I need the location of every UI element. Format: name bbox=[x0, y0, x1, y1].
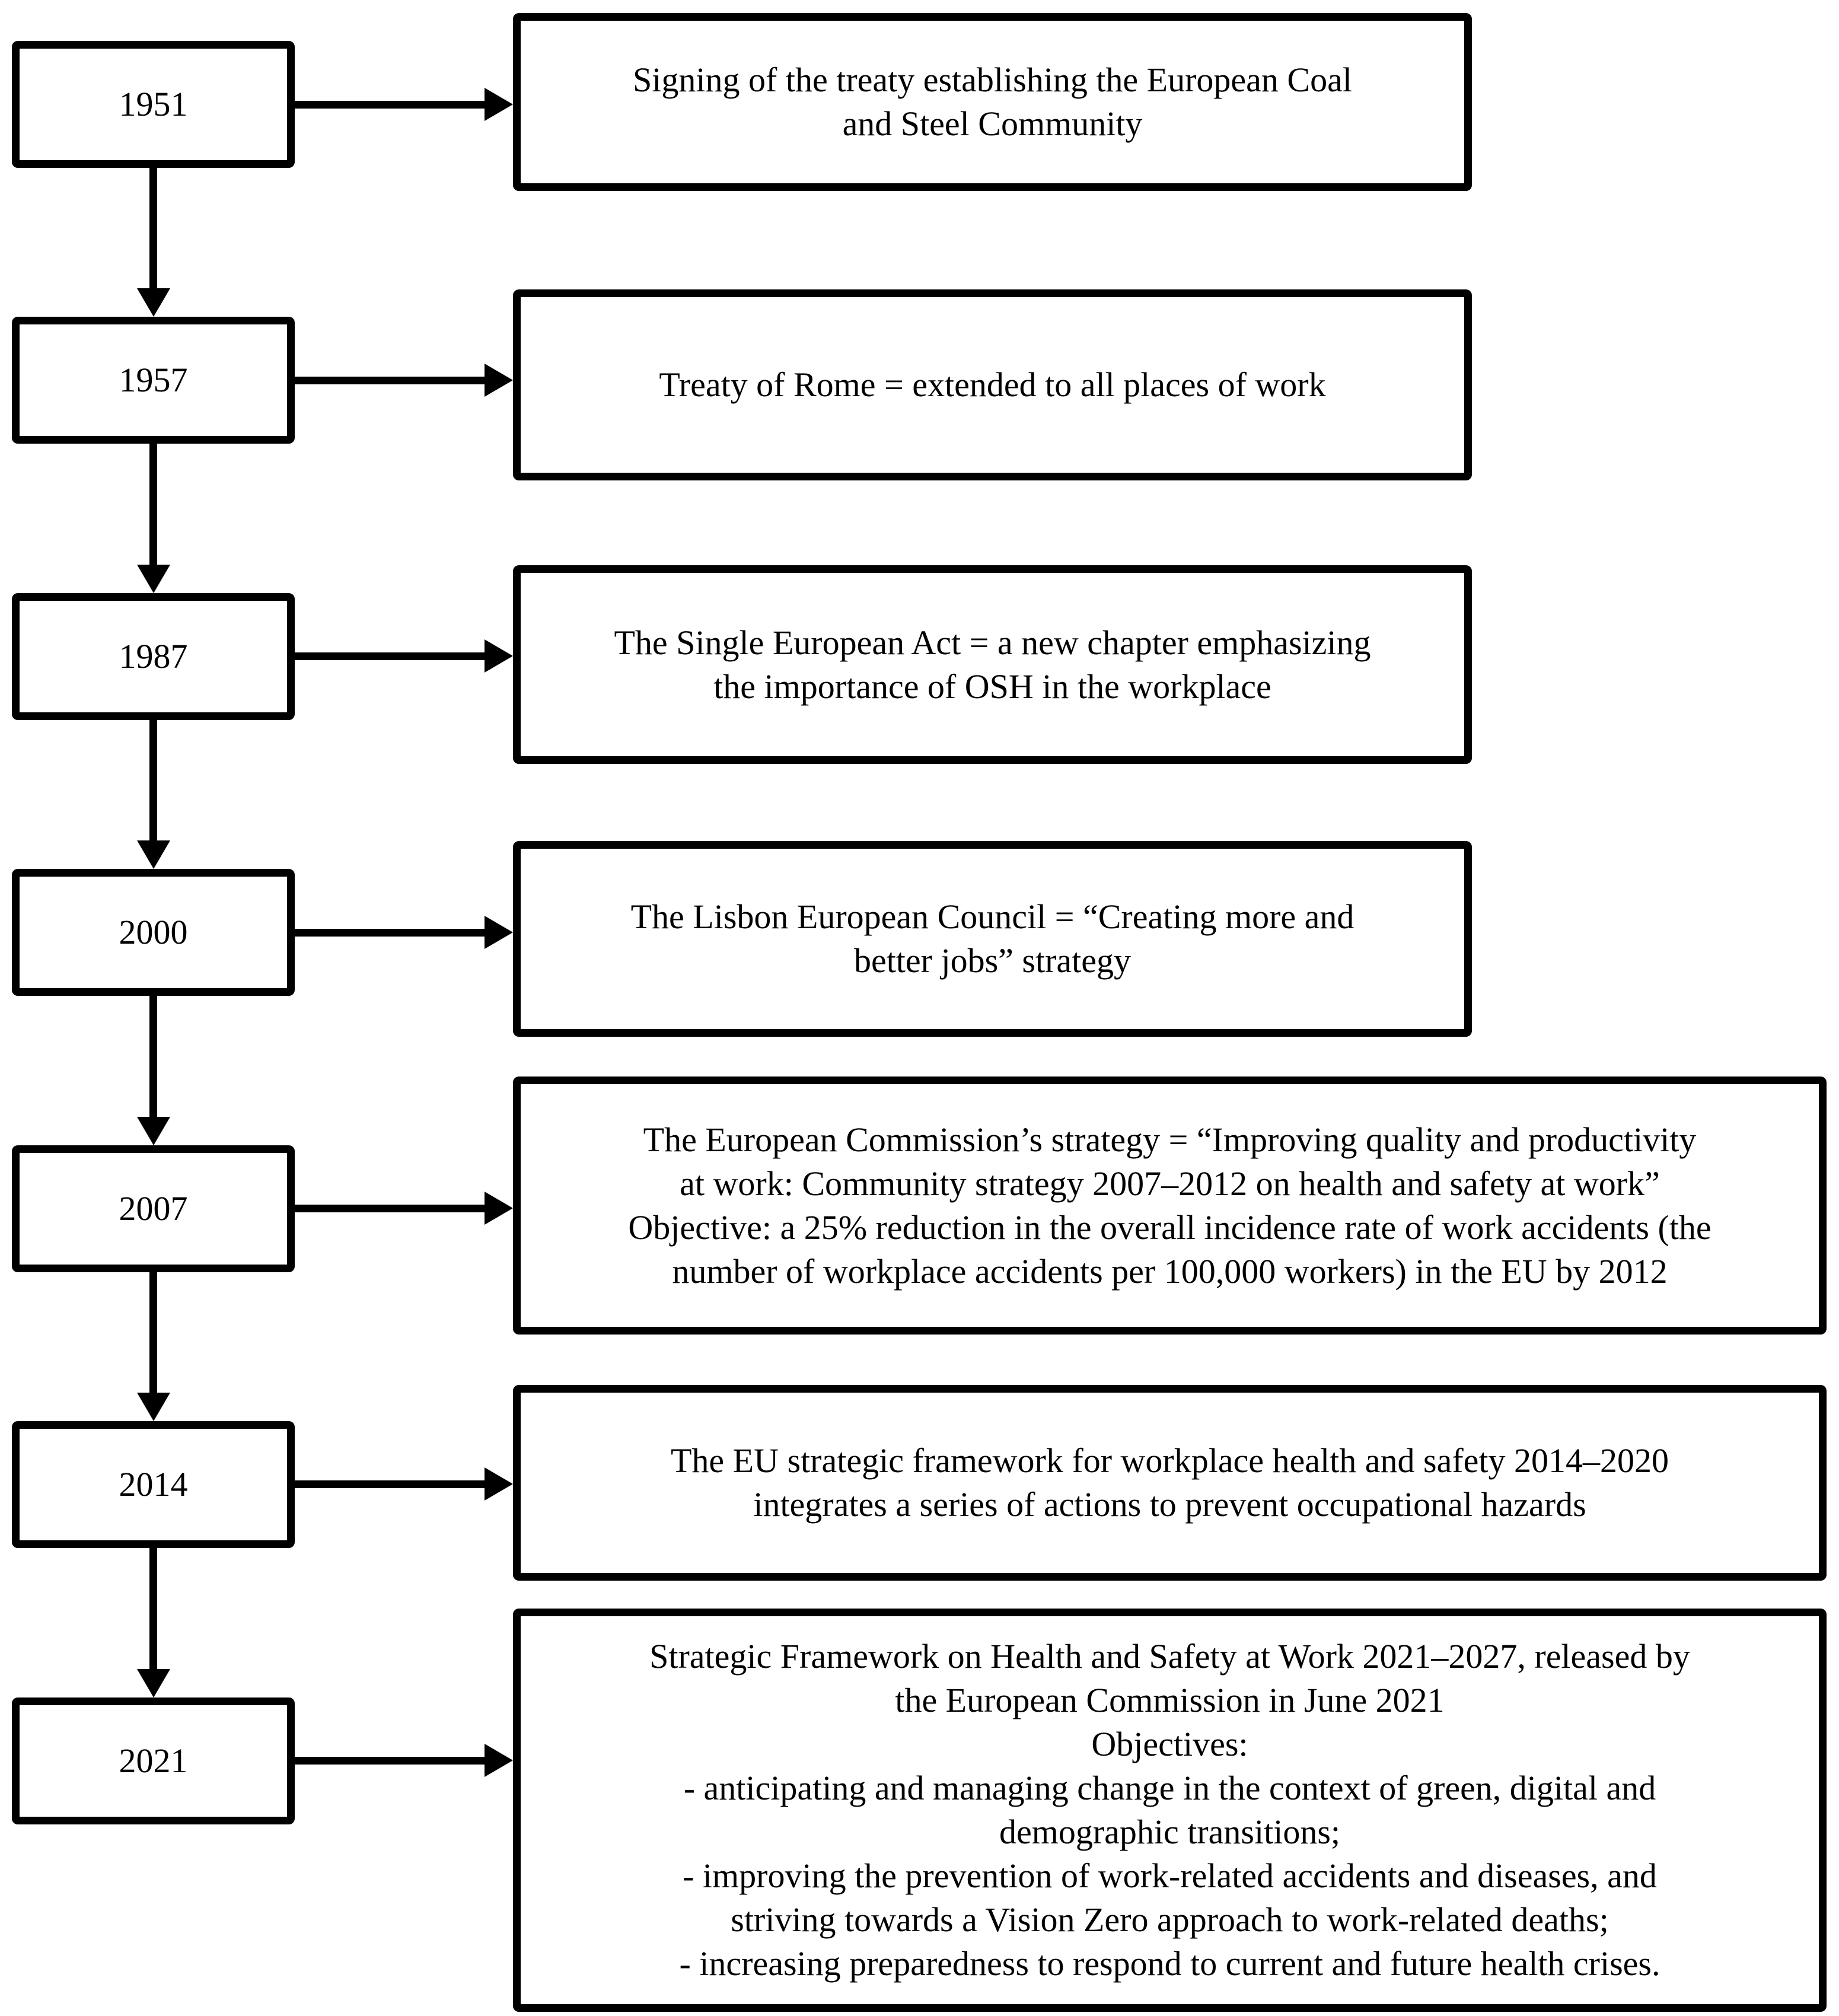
event-text-2007: The European Commission’s strategy = “Im… bbox=[628, 1120, 1711, 1291]
event-box-2014: The EU strategic framework for workplace… bbox=[513, 1385, 1827, 1581]
arrow-right-head-icon-2007 bbox=[485, 1192, 513, 1225]
arrow-down-stem-1957-1987 bbox=[149, 444, 157, 565]
arrow-down-head-icon-1951-1957 bbox=[137, 288, 170, 317]
arrow-down-stem-2007-2014 bbox=[149, 1272, 157, 1393]
arrow-down-head-icon-1987-2000 bbox=[137, 840, 170, 869]
arrow-right-stem-1987 bbox=[295, 652, 485, 660]
year-label-2007: 2007 bbox=[119, 1189, 188, 1228]
event-text-2014: The EU strategic framework for workplace… bbox=[671, 1441, 1669, 1524]
event-box-2021: Strategic Framework on Health and Safety… bbox=[513, 1609, 1827, 2012]
year-label-1987: 1987 bbox=[119, 637, 188, 676]
event-text-1987: The Single European Act = a new chapter … bbox=[614, 623, 1371, 706]
event-box-1951: Signing of the treaty establishing the E… bbox=[513, 13, 1472, 191]
arrow-down-stem-2014-2021 bbox=[149, 1548, 157, 1669]
arrow-right-stem-2014 bbox=[295, 1480, 485, 1488]
year-label-2021: 2021 bbox=[119, 1741, 188, 1780]
year-box-2007: 2007 bbox=[12, 1145, 295, 1272]
arrow-right-stem-2007 bbox=[295, 1205, 485, 1212]
arrow-down-head-icon-2014-2021 bbox=[137, 1669, 170, 1697]
arrow-down-stem-1987-2000 bbox=[149, 720, 157, 840]
event-text-1957: Treaty of Rome = extended to all places … bbox=[659, 365, 1326, 404]
year-box-2021: 2021 bbox=[12, 1697, 295, 1824]
year-label-1951: 1951 bbox=[119, 85, 188, 123]
year-box-1957: 1957 bbox=[12, 317, 295, 444]
arrow-right-head-icon-2014 bbox=[485, 1467, 513, 1501]
arrow-right-head-icon-1957 bbox=[485, 364, 513, 397]
arrow-right-stem-2021 bbox=[295, 1757, 485, 1765]
arrow-right-stem-2000 bbox=[295, 929, 485, 937]
year-label-2000: 2000 bbox=[119, 913, 188, 951]
year-box-2014: 2014 bbox=[12, 1421, 295, 1548]
event-box-2007: The European Commission’s strategy = “Im… bbox=[513, 1077, 1827, 1335]
event-text-2000: The Lisbon European Council = “Creating … bbox=[630, 897, 1354, 980]
arrow-right-head-icon-1951 bbox=[485, 88, 513, 121]
arrow-right-stem-1957 bbox=[295, 377, 485, 384]
year-box-1987: 1987 bbox=[12, 593, 295, 720]
year-box-2000: 2000 bbox=[12, 869, 295, 996]
arrow-right-stem-1951 bbox=[295, 101, 485, 109]
arrow-down-stem-2000-2007 bbox=[149, 996, 157, 1117]
year-label-1957: 1957 bbox=[119, 361, 188, 399]
event-box-1987: The Single European Act = a new chapter … bbox=[513, 565, 1472, 764]
arrow-down-head-icon-2000-2007 bbox=[137, 1117, 170, 1145]
arrow-right-head-icon-1987 bbox=[485, 639, 513, 673]
arrow-right-head-icon-2021 bbox=[485, 1744, 513, 1777]
event-text-2021: Strategic Framework on Health and Safety… bbox=[649, 1637, 1690, 1983]
arrow-down-head-icon-1957-1987 bbox=[137, 565, 170, 593]
year-box-1951: 1951 bbox=[12, 41, 295, 168]
arrow-down-stem-1951-1957 bbox=[149, 168, 157, 288]
arrow-down-head-icon-2007-2014 bbox=[137, 1393, 170, 1421]
event-text-1951: Signing of the treaty establishing the E… bbox=[633, 60, 1352, 143]
event-box-2000: The Lisbon European Council = “Creating … bbox=[513, 841, 1472, 1037]
year-label-2014: 2014 bbox=[119, 1465, 188, 1504]
event-box-1957: Treaty of Rome = extended to all places … bbox=[513, 289, 1472, 480]
arrow-right-head-icon-2000 bbox=[485, 916, 513, 949]
